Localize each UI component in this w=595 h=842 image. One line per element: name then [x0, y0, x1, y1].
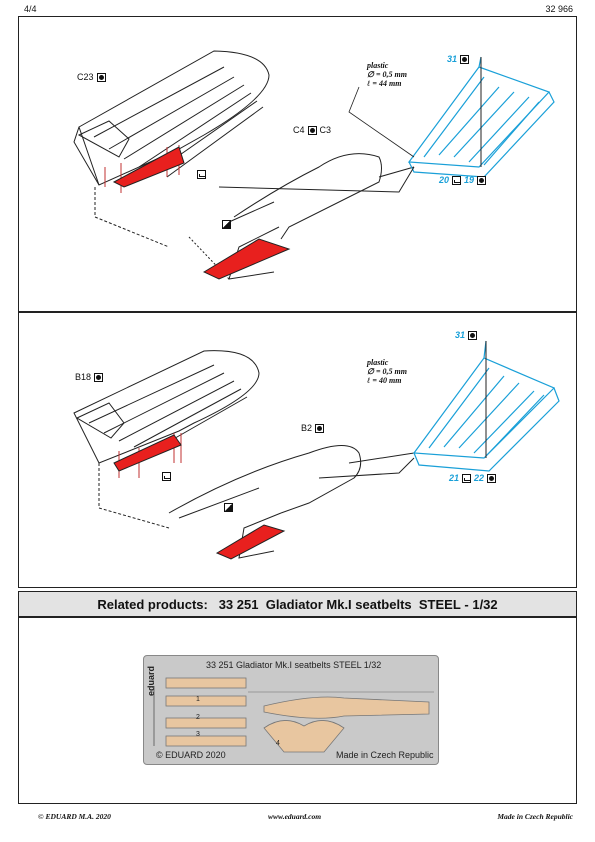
- part-20: 20: [439, 175, 450, 185]
- part-c4: C4: [293, 125, 305, 135]
- photo-etch-icon: [487, 473, 497, 483]
- related-label: Related products:: [97, 596, 208, 612]
- fret-parts-drawing: [153, 677, 434, 753]
- photo-etch-icon: [468, 330, 478, 340]
- fret-part-2: 2: [196, 714, 200, 721]
- cut-icon: [224, 503, 233, 512]
- middle-drawing: [73, 340, 560, 560]
- fret-made-in: Made in Czech Republic: [336, 750, 434, 760]
- fret-copyright: © EDUARD 2020: [156, 750, 226, 760]
- red-panel-1: [112, 146, 185, 188]
- bend-icon: [162, 472, 171, 481]
- part-label-31-middle: 31: [455, 330, 478, 340]
- part-label-31-top: 31: [447, 54, 470, 64]
- top-drawing: [73, 50, 555, 280]
- part-label-c4-c3: C4 C3: [293, 125, 331, 135]
- red-panel-3: [113, 434, 182, 472]
- cut-icon-label-2: [224, 503, 233, 512]
- middle-instruction-panel: B18 B2 plastic ∅ = 0,5 mm ℓ = 40 mm 31 2…: [18, 312, 577, 588]
- photo-etch-icon: [307, 125, 317, 135]
- part-31: 31: [455, 330, 466, 340]
- plastic-note-top: plastic ∅ = 0,5 mm ℓ = 44 mm: [367, 61, 407, 88]
- related-name: Gladiator Mk.I seatbelts: [265, 596, 412, 612]
- bend-icon-label-2: [162, 472, 171, 481]
- fret-part-4: 4: [276, 740, 280, 747]
- part-b2: B2: [301, 423, 313, 433]
- photo-etch-icon: [460, 54, 470, 64]
- photo-etch-icon: [477, 175, 487, 185]
- part-label-c23: C23: [77, 72, 106, 82]
- top-instruction-panel: C23 C4 C3 plastic ∅ = 0,5 mm ℓ = 44 mm 3…: [18, 16, 577, 312]
- related-number: 33 251: [218, 596, 259, 612]
- related-products-bar: Related products: 33 251 Gladiator Mk.I …: [18, 591, 577, 617]
- footer-website[interactable]: www.eduard.com: [268, 812, 322, 821]
- cut-icon-label: [222, 220, 231, 229]
- photo-etch-icon: [315, 423, 325, 433]
- photo-etch-fret: 33 251 Gladiator Mk.I seatbelts STEEL 1/…: [143, 655, 439, 765]
- footer-made-in: Made in Czech Republic: [497, 812, 573, 821]
- part-21: 21: [449, 473, 460, 483]
- footer-copyright: © EDUARD M.A. 2020: [38, 812, 111, 821]
- fret-part-3: 3: [196, 731, 200, 738]
- page-number: 4/4: [24, 4, 37, 14]
- product-code: 32 966: [545, 4, 573, 14]
- part-label-20-19: 20 19: [439, 175, 487, 185]
- related-scale: 1/32: [472, 596, 498, 612]
- fret-part-1: 1: [196, 696, 200, 703]
- cut-icon: [222, 220, 231, 229]
- part-b18: B18: [75, 372, 92, 382]
- plastic-note-middle: plastic ∅ = 0,5 mm ℓ = 40 mm: [367, 358, 407, 385]
- part-c23: C23: [77, 72, 94, 82]
- related-material: STEEL: [418, 596, 461, 612]
- bend-icon: [462, 473, 472, 483]
- related-product-panel: [18, 617, 577, 804]
- photo-etch-icon: [96, 72, 106, 82]
- bend-icon: [197, 170, 206, 179]
- part-c3: C3: [319, 125, 332, 135]
- fret-title: 33 251 Gladiator Mk.I seatbelts STEEL 1/…: [206, 660, 382, 670]
- red-panel-4: [215, 524, 286, 560]
- red-panel-2: [202, 238, 291, 280]
- photo-etch-icon: [94, 372, 104, 382]
- part-label-b2: B2: [301, 423, 325, 433]
- part-31: 31: [447, 54, 458, 64]
- part-19: 19: [464, 175, 475, 185]
- part-22: 22: [474, 473, 485, 483]
- bend-icon: [452, 175, 462, 185]
- part-label-b18: B18: [75, 372, 104, 382]
- part-label-21-22: 21 22: [449, 473, 497, 483]
- blue-ladder-middle: [412, 340, 560, 472]
- bend-icon-label: [197, 170, 206, 179]
